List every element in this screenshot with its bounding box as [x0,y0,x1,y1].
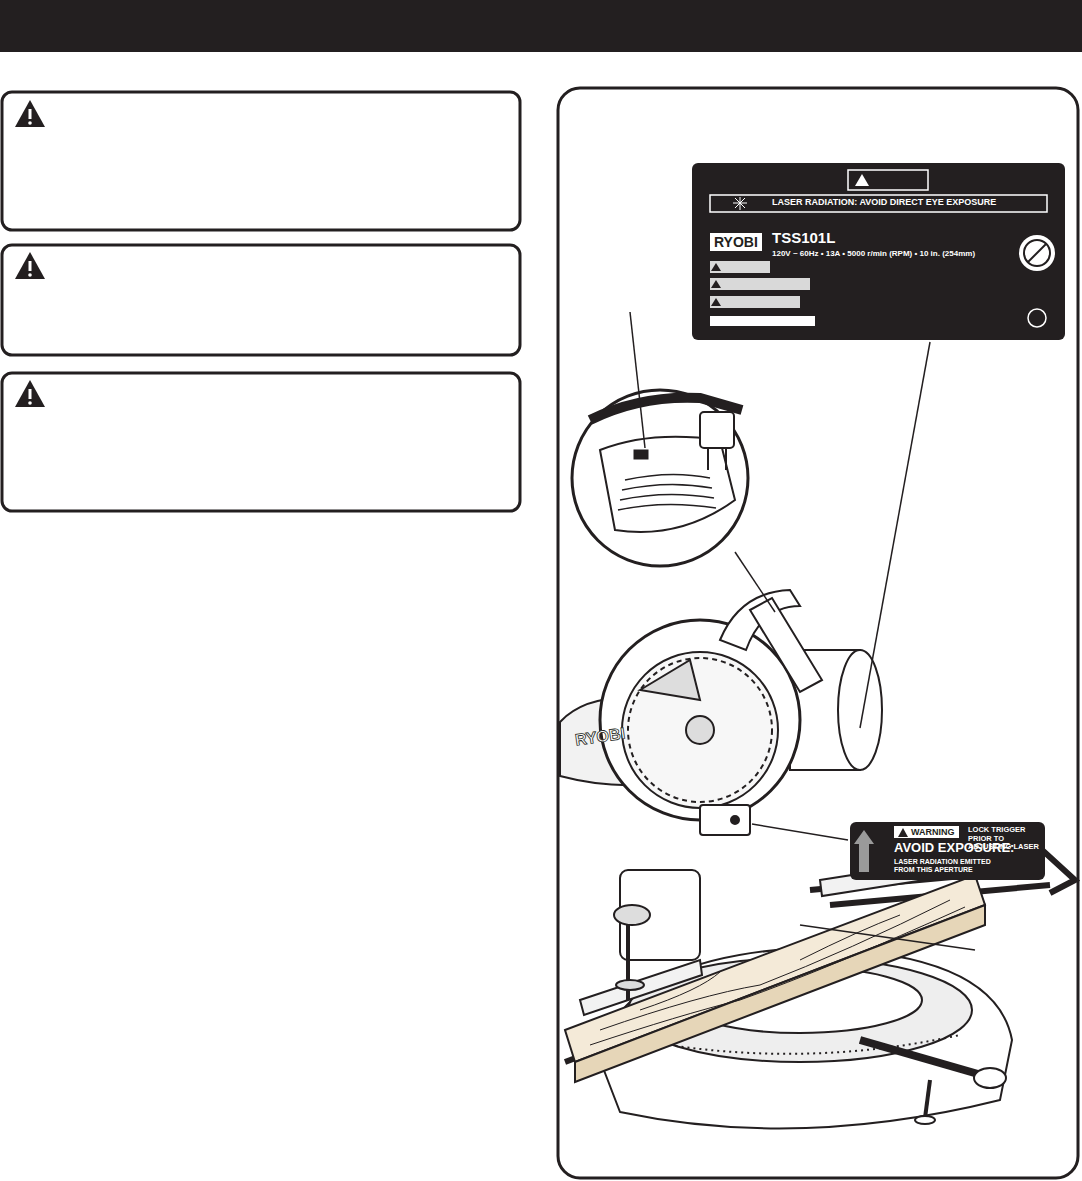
label-text: LASER RADIATION EMITTED FROM THIS APERTU… [894,858,1006,874]
label-text: TSS101L [772,229,835,246]
label-text: AVOID EXPOSURE: [894,841,1014,856]
label-text: 120V ~ 60Hz • 13A • 5000 r/min (RPM) • 1… [772,249,975,258]
rating-label: LASER RADIATION: AVOID DIRECT EYE EXPOSU… [692,163,1065,340]
label-text: WARNING [911,827,955,837]
label-text: RYOBI [714,234,758,250]
label-text: LASER RADIATION: AVOID DIRECT EYE EXPOSU… [772,197,996,207]
warning-triangle [898,828,908,837]
warning-sticker: WARNINGLOCK TRIGGER PRIOR TO ADJUSTING L… [850,822,1045,880]
text-plate: WARNING [894,826,959,838]
header-bar [0,0,1082,52]
text-plate: RYOBI [710,233,762,251]
